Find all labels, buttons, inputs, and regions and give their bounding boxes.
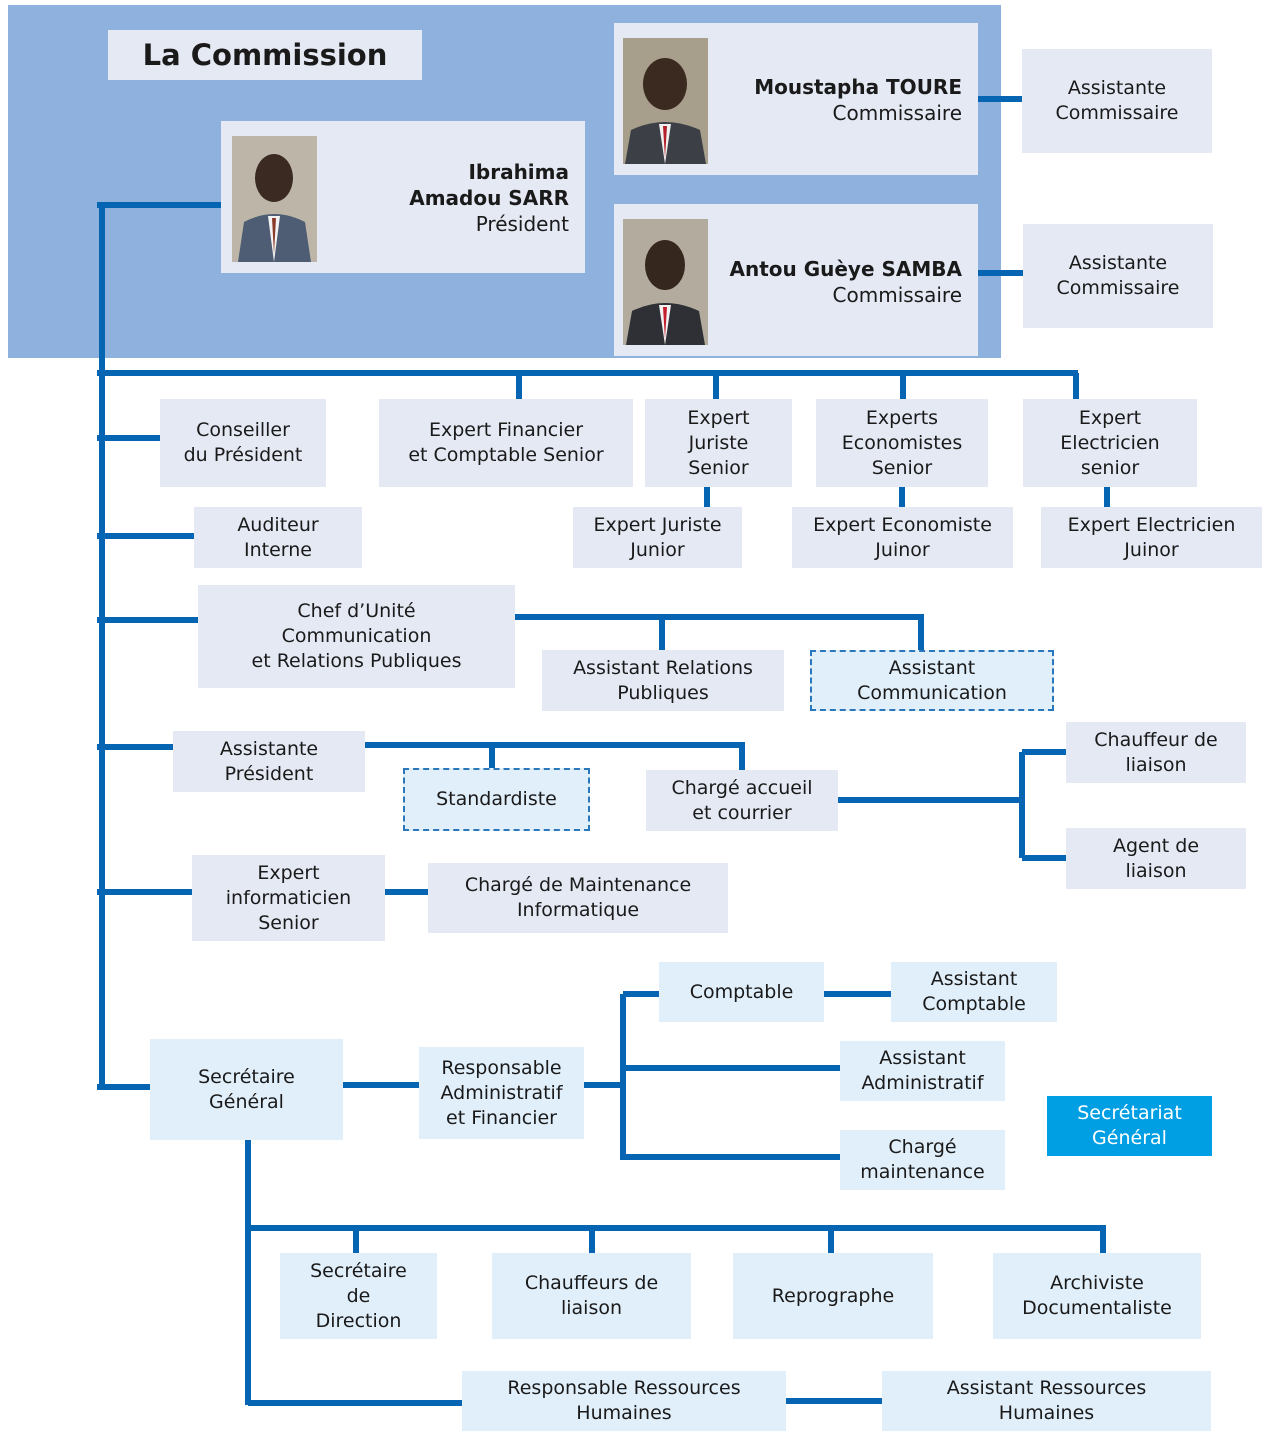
president-name-line1: Ibrahima — [468, 160, 569, 184]
chauffeur-de-liaison[interactable]: Chauffeur de liaison — [1066, 722, 1246, 783]
archiviste-documentaliste[interactable]: Archiviste Documentaliste — [993, 1253, 1201, 1339]
connector-line — [1073, 373, 1079, 399]
agent-de-liaison[interactable]: Agent de liaison — [1066, 828, 1246, 889]
connector-line — [516, 373, 522, 399]
commissaire-samba-photo — [623, 219, 708, 345]
expert-financier-comptable-senior[interactable]: Expert Financier et Comptable Senior — [379, 399, 633, 487]
responsable-ressources-humaines[interactable]: Responsable Ressources Humaines — [462, 1371, 786, 1431]
connector-line — [97, 202, 222, 208]
charge-maintenance-informatique[interactable]: Chargé de Maintenance Informatique — [428, 863, 728, 933]
assistante-president[interactable]: Assistante Président — [173, 731, 365, 792]
commissaire-card-samba[interactable]: Antou Guèye SAMBA Commissaire — [614, 204, 978, 356]
connector-line — [900, 373, 906, 399]
charge-accueil-courrier[interactable]: Chargé accueil et courrier — [646, 770, 838, 831]
standardiste[interactable]: Standardiste — [403, 768, 590, 831]
assistant-relations-publiques[interactable]: Assistant Relations Publiques — [542, 650, 784, 711]
chauffeurs-de-liaison[interactable]: Chauffeurs de liaison — [492, 1253, 691, 1339]
secretaire-de-direction[interactable]: Secrétaire de Direction — [280, 1253, 437, 1339]
connector-line — [248, 1400, 462, 1406]
conseiller-president[interactable]: Conseiller du Président — [160, 399, 326, 487]
connector-line — [1022, 749, 1066, 755]
expert-juriste-junior[interactable]: Expert Juriste Junior — [573, 507, 742, 568]
connector-line — [1019, 752, 1025, 858]
connector-line — [343, 1082, 419, 1088]
connector-line — [589, 1228, 595, 1253]
connector-line — [365, 742, 745, 748]
expert-juriste-senior[interactable]: Expert Juriste Senior — [645, 399, 792, 487]
connector-line — [786, 1398, 882, 1404]
connector-line — [899, 487, 905, 507]
connector-line — [97, 744, 173, 750]
connector-line — [659, 617, 665, 650]
assistant-communication[interactable]: Assistant Communication — [810, 650, 1054, 711]
connector-line — [1100, 1228, 1106, 1253]
connector-line — [385, 889, 428, 895]
president-name-line2: Amadou SARR — [409, 186, 569, 210]
connector-line — [515, 614, 924, 620]
connector-line — [824, 991, 891, 997]
connector-line — [623, 1154, 840, 1160]
connector-line — [245, 1140, 251, 1405]
reprographe[interactable]: Reprographe — [733, 1253, 933, 1339]
connector-line — [978, 270, 1023, 276]
auditeur-interne[interactable]: Auditeur Interne — [194, 507, 362, 568]
connector-line — [97, 889, 192, 895]
experts-economistes-senior[interactable]: Experts Economistes Senior — [816, 399, 988, 487]
assistant-comptable[interactable]: Assistant Comptable — [891, 962, 1057, 1022]
connector-line — [713, 373, 719, 399]
commission-title: La Commission — [108, 30, 422, 80]
portrait-icon — [232, 136, 317, 262]
responsable-administratif-financier[interactable]: Responsable Administratif et Financier — [419, 1047, 584, 1139]
portrait-icon — [623, 219, 708, 345]
comptable[interactable]: Comptable — [659, 962, 824, 1022]
connector-line — [99, 205, 105, 1087]
commissaire2-role: Commissaire — [832, 283, 962, 307]
expert-electricien-senior[interactable]: Expert Electricien senior — [1023, 399, 1197, 487]
commissaire1-role: Commissaire — [832, 101, 962, 125]
assistant-administratif[interactable]: Assistant Administratif — [840, 1041, 1005, 1101]
connector-line — [1022, 855, 1066, 861]
assistante-commissaire-1[interactable]: Assistante Commissaire — [1022, 49, 1212, 153]
connector-line — [97, 1084, 150, 1090]
expert-economiste-junior[interactable]: Expert Economiste Juinor — [792, 507, 1013, 568]
secretaire-general[interactable]: Secrétaire Général — [150, 1039, 343, 1140]
connector-line — [1104, 487, 1110, 507]
commissaire2-name: Antou Guèye SAMBA — [729, 257, 962, 281]
commissaire1-name: Moustapha TOURE — [754, 75, 962, 99]
president-card[interactable]: Ibrahima Amadou SARR Président — [221, 121, 585, 273]
commissaire-toure-photo — [623, 38, 708, 164]
president-photo — [232, 136, 317, 262]
assistante-commissaire-2[interactable]: Assistante Commissaire — [1023, 224, 1213, 328]
expert-informaticien-senior[interactable]: Expert informaticien Senior — [192, 855, 385, 941]
connector-line — [97, 370, 1078, 376]
connector-line — [739, 745, 745, 770]
connector-line — [620, 994, 626, 1160]
expert-electricien-junior[interactable]: Expert Electricien Juinor — [1041, 507, 1262, 568]
connector-line — [97, 435, 160, 441]
connector-line — [353, 1228, 359, 1253]
connector-line — [978, 96, 1022, 102]
commissaire-card-toure[interactable]: Moustapha TOURE Commissaire — [614, 23, 978, 175]
connector-line — [623, 1065, 840, 1071]
connector-line — [97, 617, 198, 623]
portrait-icon — [623, 38, 708, 164]
connector-line — [248, 1225, 1106, 1231]
connector-line — [828, 1228, 834, 1253]
connector-line — [623, 991, 659, 997]
connector-line — [97, 533, 194, 539]
connector-line — [584, 1082, 624, 1088]
connector-line — [704, 487, 710, 507]
connector-line — [489, 745, 495, 768]
assistant-ressources-humaines[interactable]: Assistant Ressources Humaines — [882, 1371, 1211, 1431]
legend-secretariat-general: Secrétariat Général — [1047, 1096, 1212, 1156]
president-role: Président — [475, 212, 569, 236]
connector-line — [838, 797, 1024, 803]
connector-line — [918, 617, 924, 650]
charge-maintenance[interactable]: Chargé maintenance — [840, 1130, 1005, 1190]
chef-unite-communication[interactable]: Chef d’Unité Communication et Relations … — [198, 585, 515, 688]
